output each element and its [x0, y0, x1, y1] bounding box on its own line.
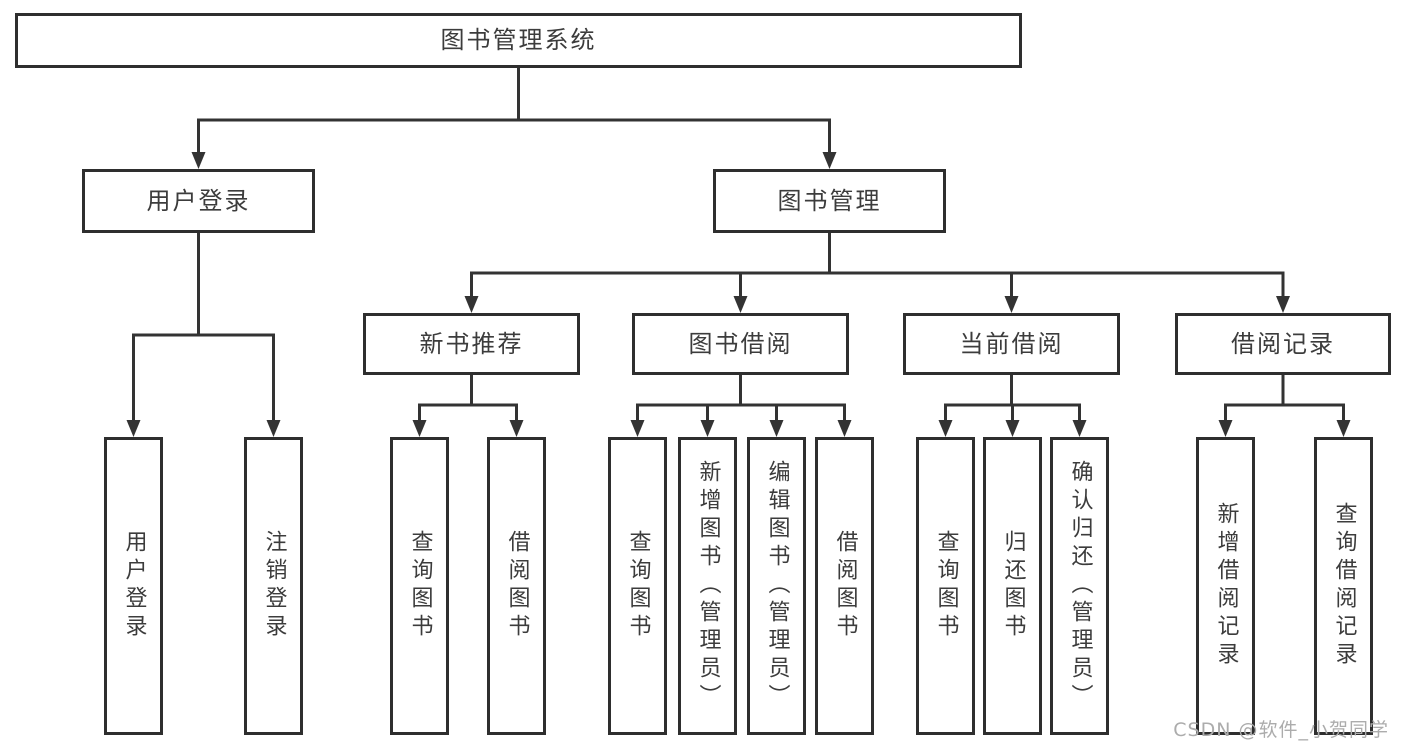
node-borrow-books-recommend: 借阅图书	[487, 437, 546, 735]
node-user-login: 用户登录	[104, 437, 163, 735]
node-user-login-group: 用户登录	[82, 169, 315, 233]
node-edit-books-admin: 编辑图书（管理员）	[747, 437, 806, 735]
node-add-books-admin: 新增图书（管理员）	[678, 437, 737, 735]
csdn-watermark: CSDN @软件_小贺同学	[1173, 719, 1389, 741]
node-confirm-return-admin: 确认归还（管理员）	[1050, 437, 1109, 735]
node-query-borrow-record: 查询借阅记录	[1314, 437, 1373, 735]
node-query-books-current: 查询图书	[916, 437, 975, 735]
node-logout: 注销登录	[244, 437, 303, 735]
node-book-borrowing: 图书借阅	[632, 313, 849, 375]
node-book-management: 图书管理	[713, 169, 946, 233]
node-borrowing-records: 借阅记录	[1175, 313, 1391, 375]
node-add-borrow-record: 新增借阅记录	[1196, 437, 1255, 735]
node-current-borrowing: 当前借阅	[903, 313, 1120, 375]
node-query-books-borrowing: 查询图书	[608, 437, 667, 735]
node-return-books: 归还图书	[983, 437, 1042, 735]
node-query-books-recommend: 查询图书	[390, 437, 449, 735]
node-library-system: 图书管理系统	[15, 13, 1022, 68]
node-new-book-recommend: 新书推荐	[363, 313, 580, 375]
node-borrow-books: 借阅图书	[815, 437, 874, 735]
